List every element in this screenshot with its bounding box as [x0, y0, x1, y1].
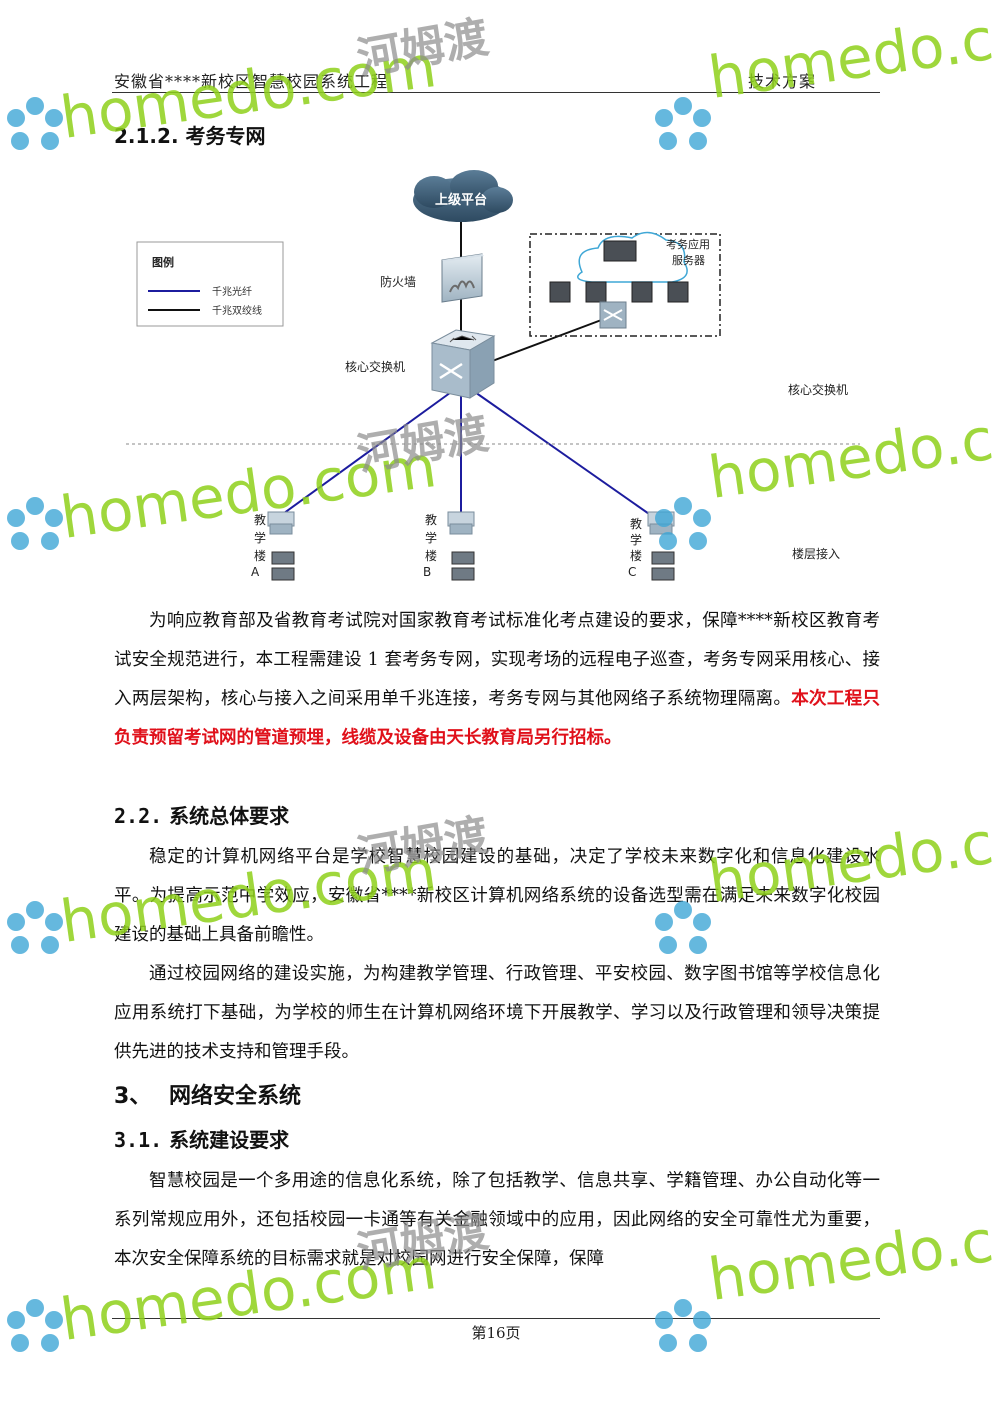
section-number: 3、: [114, 1084, 152, 1109]
page-number: 第16页: [471, 1324, 521, 1342]
upper-platform-cloud: 上级平台: [413, 170, 513, 222]
exam-server-group: [529, 231, 721, 337]
paragraph-exam-network-text: 为响应教育部及省教育考试院对国家教育考试标准化考点建设的要求，保障****新校区…: [114, 611, 880, 709]
section-heading-3-1: 3.1. 系统建设要求: [114, 1124, 289, 1153]
section-title: 考务专网: [185, 124, 266, 148]
cloud-label: 上级平台: [435, 192, 487, 208]
watermark-flower-icon: [7, 97, 63, 150]
section-heading-2-2: 2.2. 系统总体要求: [114, 800, 289, 829]
network-diagram: 上级平台 图例 千兆光纤 千兆双绞线 防火墙 核心交换机 核心交换机: [126, 170, 860, 581]
server-label-2: 服务器: [672, 254, 705, 267]
header-right: 技术方案: [748, 72, 817, 91]
access-layer-label: 楼层接入: [792, 546, 840, 561]
fiber-link-a: [279, 389, 455, 517]
header-rule: [112, 92, 880, 93]
fiber-link-c: [471, 389, 653, 517]
section-heading-3: 3、 网络安全系统: [114, 1078, 301, 1110]
building-b-switches: [447, 511, 475, 581]
building-c-char-3: 楼: [630, 548, 642, 563]
section-title: 系统总体要求: [169, 804, 290, 828]
legend-twisted-label: 千兆双绞线: [212, 304, 262, 317]
firewall-label: 防火墙: [380, 274, 416, 289]
section-number: 2.1.2.: [114, 124, 179, 148]
header-left: 安徽省****新校区智慧校园系统工程: [114, 72, 389, 91]
core-layer-label: 核心交换机: [788, 382, 848, 397]
watermark-flower-icon: [655, 97, 711, 150]
watermark-flower-icon: [7, 901, 63, 954]
building-a-char-2: 学: [254, 530, 266, 545]
section-heading-2-1-2: 2.1.2. 考务专网: [114, 120, 266, 149]
building-c-switches: [647, 511, 675, 581]
section-title: 系统建设要求: [169, 1128, 290, 1152]
paragraph-security: 智慧校园是一个多用途的信息化系统，除了包括教学、信息共享、学籍管理、办公自动化等…: [114, 1171, 880, 1269]
server-label-1: 考务应用: [666, 237, 710, 251]
footer-rule: [112, 1318, 880, 1319]
building-b-char-2: 学: [425, 530, 437, 545]
building-c-char-1: 教: [630, 516, 642, 531]
legend-title: 图例: [152, 255, 174, 269]
legend: 图例 千兆光纤 千兆双绞线: [136, 241, 284, 327]
building-b-char-3: 楼: [425, 548, 437, 563]
building-a-char-3: 楼: [254, 548, 266, 563]
building-a-char-1: 教: [254, 512, 266, 527]
firewall-icon: [441, 253, 484, 303]
legend-fiber-label: 千兆光纤: [212, 285, 252, 298]
paragraph-overall-1: 稳定的计算机网络平台是学校智慧校园建设的基础，决定了学校未来数字化和信息化建设水…: [114, 847, 880, 945]
building-a-letter: A: [251, 565, 260, 579]
section-number: 2.2.: [114, 804, 163, 828]
building-b-char-1: 教: [425, 512, 437, 527]
core-switch-icon: [430, 329, 496, 399]
building-a-switches: [267, 511, 295, 581]
paragraph-exam-network-red-note: 本次工程只负责预留考试网的管道预埋，线缆及设备由天长教育局另行招标。: [114, 689, 881, 748]
paragraph-exam-network: 为响应教育部及省教育考试院对国家教育考试标准化考点建设的要求，保障****新校区…: [114, 602, 880, 758]
watermark-flower-icon: [7, 497, 63, 550]
paragraph-overall-2: 通过校园网络的建设实施，为构建教学管理、行政管理、平安校园、数字图书馆等学校信息…: [114, 964, 880, 1062]
section-number: 3.1.: [114, 1128, 163, 1152]
building-b-letter: B: [423, 565, 431, 579]
watermark-brand-text: homedo.com: [704, 0, 992, 113]
section-title: 网络安全系统: [168, 1084, 301, 1109]
building-c-char-2: 学: [630, 532, 642, 547]
building-c-letter: C: [628, 565, 636, 579]
core-switch-label: 核心交换机: [345, 359, 405, 374]
